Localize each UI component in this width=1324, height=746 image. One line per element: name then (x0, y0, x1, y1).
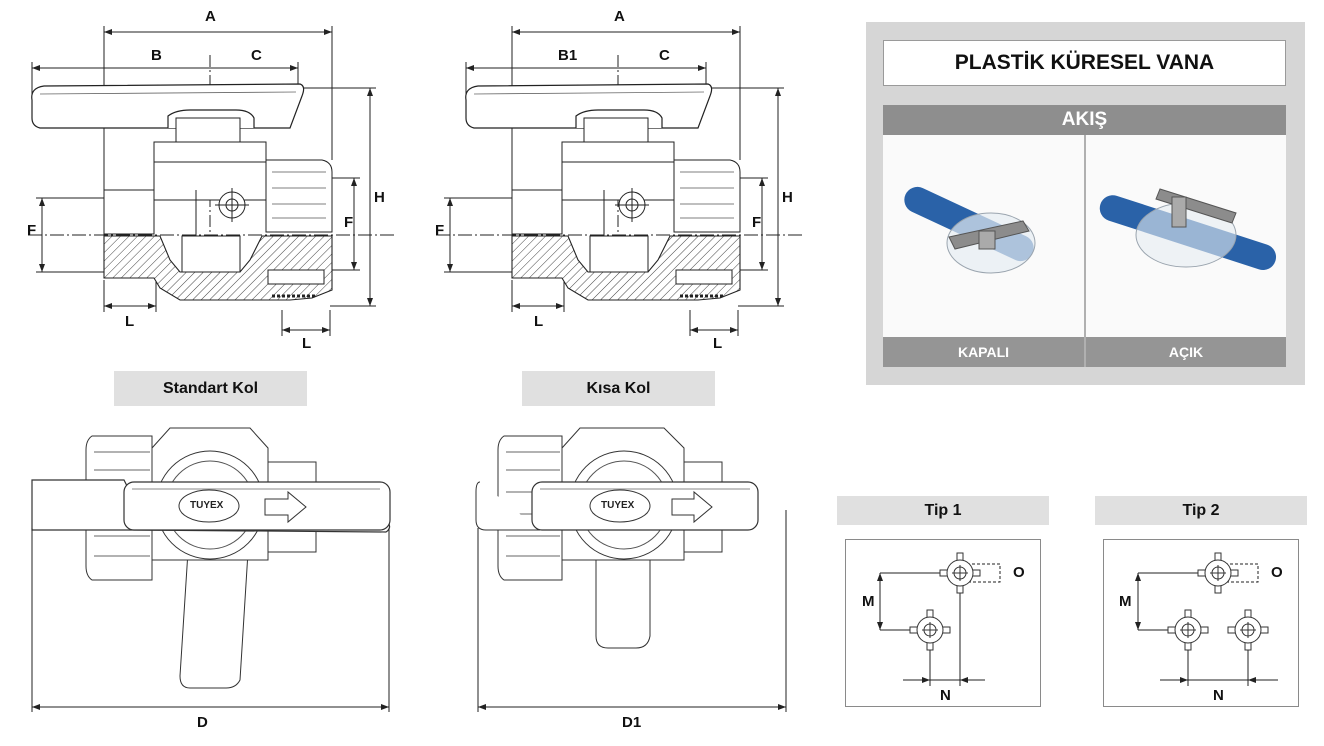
open-valve-photo (1086, 135, 1286, 337)
closed-label: KAPALI (883, 337, 1084, 367)
dim-d1-label: D1 (622, 714, 642, 731)
short-dim-l-right-label: L (713, 335, 723, 352)
tip2-m-label: M (1119, 593, 1132, 610)
short-dim-f-left-label: F (435, 222, 445, 239)
short-handle-caption: Kısa Kol (522, 371, 715, 406)
short-dim-h-label: H (782, 189, 793, 206)
flow-header: AKIŞ (883, 105, 1286, 135)
photo-divider (1084, 135, 1086, 367)
dim-l-left-label: L (125, 313, 135, 330)
product-title: PLASTİK KÜRESEL VANA (883, 40, 1286, 86)
brand-logo-short: TUYEX (601, 500, 635, 511)
brand-logo-standard: TUYEX (190, 500, 224, 511)
short-dim-c-label: C (659, 47, 670, 64)
dim-b-label: B (151, 47, 162, 64)
tip1-m-label: M (862, 593, 875, 610)
dim-c-label: C (251, 47, 262, 64)
tip1-o-label: O (1013, 564, 1025, 581)
closed-valve-photo (883, 135, 1084, 337)
dim-h-label: H (374, 189, 385, 206)
dim-d-label: D (197, 714, 208, 731)
short-dim-a-label: A (614, 8, 625, 25)
tip2-o-label: O (1271, 564, 1283, 581)
dim-l-right-label: L (302, 335, 312, 352)
dim-a-label: A (205, 8, 216, 25)
short-dim-l-left-label: L (534, 313, 544, 330)
dim-f-left-label: F (27, 222, 37, 239)
tip2-n-label: N (1213, 687, 1224, 704)
open-label: AÇIK (1086, 337, 1286, 367)
short-dim-f-right-label: F (752, 214, 762, 231)
tip1-title: Tip 1 (837, 496, 1049, 525)
short-dim-b1-label: B1 (558, 47, 578, 64)
tip2-title: Tip 2 (1095, 496, 1307, 525)
tip1-n-label: N (940, 687, 951, 704)
standard-handle-caption: Standart Kol (114, 371, 307, 406)
dim-f-right-label: F (344, 214, 354, 231)
